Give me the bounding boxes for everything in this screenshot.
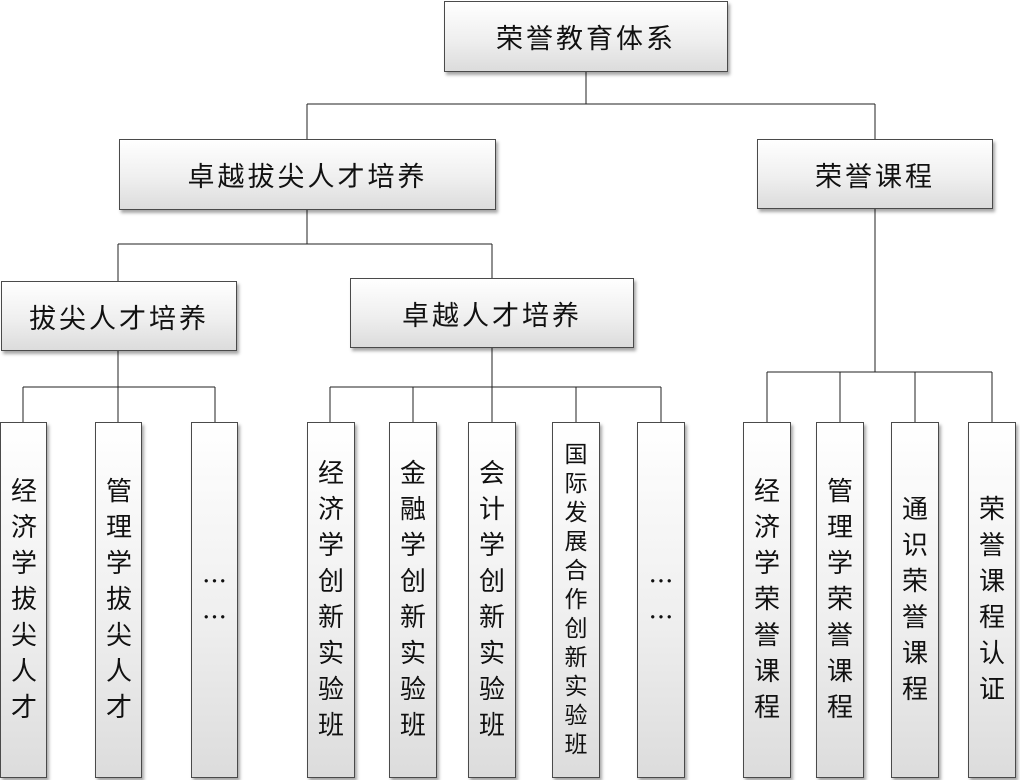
excellence-label: 卓越拔尖人才培养 [187,162,428,193]
leaf-label: ······ [202,567,227,633]
root-node: 荣誉教育体系 [444,1,728,72]
leaf-label: 管理学拔尖人才 [106,477,133,723]
leaf-more-top-talent: ······ [191,422,238,778]
connector-excellence [117,210,493,281]
leaf-label: 经济学荣誉课程 [754,477,781,723]
leaf-accounting-innovation: 会计学创新实验班 [468,422,516,778]
leaf-econ-top-talent: 经济学拔尖人才 [0,422,47,778]
honor-courses-label: 荣誉课程 [815,161,935,193]
leaf-label: 荣誉课程认证 [979,495,1006,705]
leaf-more-innovation: ······ [637,422,685,778]
leaf-label: 国际发展合作创新实验班 [564,441,588,758]
leaf-label: ······ [648,567,674,633]
connector-excellent-talent [329,348,662,422]
connector-honor-courses [766,209,993,422]
leaf-mgmt-honor-course: 管理学荣誉课程 [816,422,864,778]
connector-root [306,72,876,139]
honor-courses-node: 荣誉课程 [757,139,993,209]
leaf-label: 金融学创新实验班 [400,459,427,741]
leaf-econ-innovation: 经济学创新实验班 [307,422,355,778]
excellence-node: 卓越拔尖人才培养 [119,139,496,210]
leaf-label: 经济学创新实验班 [318,459,345,741]
leaf-label: 管理学荣誉课程 [827,477,854,723]
connector-top-talent [22,351,216,422]
leaf-finance-innovation: 金融学创新实验班 [389,422,437,778]
leaf-label: 经济学拔尖人才 [11,477,38,723]
leaf-label: 会计学创新实验班 [479,459,506,741]
excellent-talent-label: 卓越人才培养 [402,300,582,332]
leaf-econ-honor-course: 经济学荣誉课程 [743,422,791,778]
excellent-talent-node: 卓越人才培养 [350,278,634,348]
leaf-label: 通识荣誉课程 [902,495,929,705]
leaf-honor-course-cert: 荣誉课程认证 [968,422,1016,778]
leaf-general-honor-course: 通识荣誉课程 [891,422,939,778]
leaf-mgmt-top-talent: 管理学拔尖人才 [95,422,142,778]
root-label: 荣誉教育体系 [496,24,676,55]
top-talent-label: 拔尖人才培养 [29,303,209,335]
top-talent-node: 拔尖人才培养 [1,281,237,351]
leaf-intl-dev-innovation: 国际发展合作创新实验班 [552,422,600,778]
